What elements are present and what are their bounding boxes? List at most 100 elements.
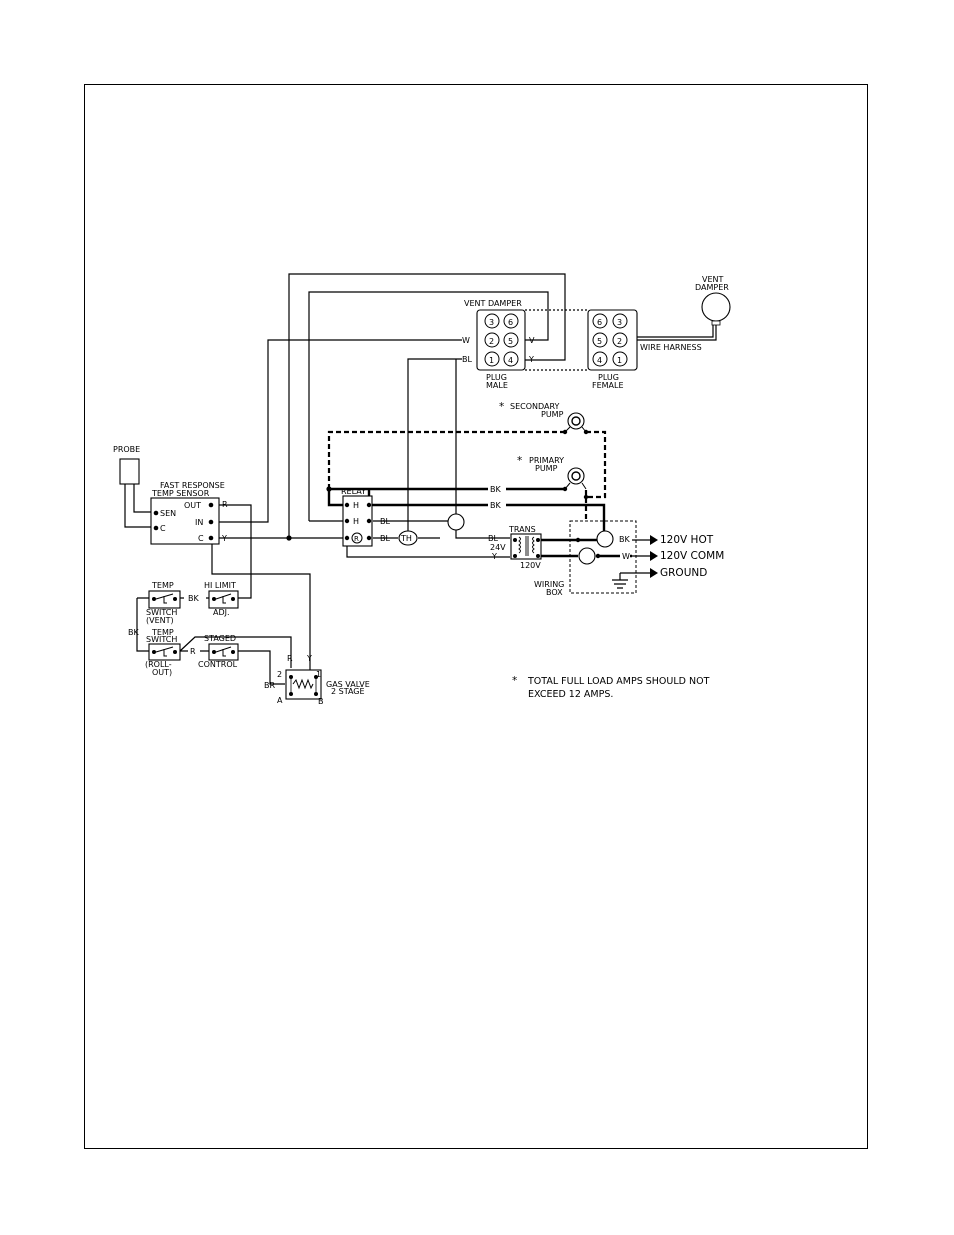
wiring-box-label-1: WIRING xyxy=(534,580,564,589)
page-border xyxy=(84,84,868,1149)
plug-male-label-2: MALE xyxy=(486,381,508,390)
male-pin-3: 3 xyxy=(489,318,494,327)
bk-label-3: BK xyxy=(619,535,630,544)
female-pin-2: 2 xyxy=(617,337,622,346)
gv-a: A xyxy=(277,696,283,705)
plug-male: VENT DAMPER 3 6 2 5 1 4 W BL V Y PLUG MA… xyxy=(462,299,535,390)
hi-limit: HI LIMIT ADJ. xyxy=(204,581,239,617)
sensor-c: C xyxy=(198,534,204,543)
temp-switch-roll-4: OUT) xyxy=(152,668,172,677)
bk-label-1: BK xyxy=(490,485,501,494)
temp-switch-vent-1: TEMP xyxy=(151,581,174,590)
gv-r: R xyxy=(287,654,293,663)
temp-switch-roll-1: TEMP xyxy=(151,628,174,637)
plug-bl: BL xyxy=(462,355,472,364)
primary-pump: * PRIMARY PUMP xyxy=(517,455,587,490)
primary-pump-asterisk: * xyxy=(517,455,522,467)
gv-2: 2 xyxy=(277,670,282,679)
wiring-box-label-2: BOX xyxy=(546,588,563,597)
plug-female-label-2: FEMALE xyxy=(592,381,624,390)
note-line-1: TOTAL FULL LOAD AMPS SHOULD NOT xyxy=(527,676,710,687)
plug-female-label-1: PLUG xyxy=(598,373,619,382)
hi-limit-label: HI LIMIT xyxy=(204,581,236,590)
trans-label: TRANS xyxy=(508,525,536,534)
relay-label: RELAY xyxy=(341,487,366,496)
w-label: W xyxy=(622,552,630,561)
wires xyxy=(136,273,717,685)
r-roll: R xyxy=(190,647,196,656)
bk-labels: BK BK xyxy=(488,484,506,510)
bk-label-2: BK xyxy=(490,501,501,510)
trans-bl: BL xyxy=(488,534,498,543)
sensor-y: Y xyxy=(221,534,227,543)
female-pin-5: 5 xyxy=(597,337,602,346)
gas-valve-label-2: 2 STAGE xyxy=(331,687,365,696)
note-line-2: EXCEED 12 AMPS. xyxy=(528,689,613,700)
staged-control: STAGED CONTROL xyxy=(198,634,239,669)
vent-damper-motor-label-2: DAMPER xyxy=(695,283,729,292)
secondary-pump-label-2: PUMP xyxy=(541,410,564,419)
wire-harness-label: WIRE HARNESS xyxy=(640,343,702,352)
male-pin-4: 4 xyxy=(508,356,513,365)
male-pin-6: 6 xyxy=(508,318,513,327)
ground-label: GROUND xyxy=(660,567,707,579)
sensor-title-1: FAST RESPONSE xyxy=(160,481,225,490)
adj-label: ADJ. xyxy=(213,608,230,617)
temp-switch-vent-2: SWITCH xyxy=(146,608,177,617)
sensor-r: R xyxy=(222,500,228,509)
vent-damper-title: VENT DAMPER xyxy=(464,299,522,308)
female-pin-3: 3 xyxy=(617,318,622,327)
plug-y: Y xyxy=(528,355,534,364)
sensor-sen: SEN xyxy=(160,509,176,518)
temp-switch-vent: TEMP SWITCH (VENT) BK xyxy=(146,581,206,625)
temp-switch-roll-2: SWITCH xyxy=(146,635,177,644)
wiring-box: WIRING BOX BK W 120V HOT 120V COMM GROUN… xyxy=(534,530,724,597)
note: * TOTAL FULL LOAD AMPS SHOULD NOT EXCEED… xyxy=(512,675,710,700)
gv-br: BR xyxy=(264,681,275,690)
plug-v: V xyxy=(529,336,535,345)
secondary-pump: * SECONDARY PUMP xyxy=(499,401,587,433)
temp-switch-rollout: BK TEMP SWITCH (ROLL- OUT) R xyxy=(128,628,200,677)
bk-vent: BK xyxy=(188,594,199,603)
trans-y: Y xyxy=(491,552,497,561)
relay-bl2: BL xyxy=(380,534,390,543)
sensor-out: OUT xyxy=(184,501,201,510)
trans-120v: 120V xyxy=(520,561,541,570)
comm-label: 120V COMM xyxy=(660,550,724,562)
transformer: TRANS BL 24V Y 120V xyxy=(488,525,542,570)
secondary-pump-label-1: SECONDARY xyxy=(510,402,560,411)
staged-label-1: STAGED xyxy=(204,634,236,643)
note-asterisk: * xyxy=(512,675,517,687)
primary-pump-label-2: PUMP xyxy=(535,464,558,473)
female-pin-6: 6 xyxy=(597,318,602,327)
probe-label: PROBE xyxy=(113,445,140,454)
bk-roll: BK xyxy=(128,628,139,637)
male-pin-1: 1 xyxy=(489,356,494,365)
male-pin-2: 2 xyxy=(489,337,494,346)
temp-switch-roll-3: (ROLL- xyxy=(145,660,172,669)
temp-switch-vent-3: (VENT) xyxy=(146,616,174,625)
female-pin-1: 1 xyxy=(617,356,622,365)
secondary-pump-asterisk: * xyxy=(499,401,504,413)
sensor-in: IN xyxy=(195,518,203,527)
thermostat-label: TH xyxy=(400,534,412,543)
relay-r: R xyxy=(354,535,359,543)
plug-male-label-1: PLUG xyxy=(486,373,507,382)
primary-pump-label-1: PRIMARY xyxy=(529,456,564,465)
probe: PROBE xyxy=(113,445,153,528)
male-pin-5: 5 xyxy=(508,337,513,346)
hot-label: 120V HOT xyxy=(660,534,714,546)
temp-sensor: FAST RESPONSE TEMP SENSOR OUT IN C SEN C… xyxy=(150,481,228,545)
gv-1: 1 xyxy=(316,670,321,679)
relay-h2: H xyxy=(353,517,359,526)
gas-valve-label-1: GAS VALVE xyxy=(326,680,370,689)
relay-bl1: BL xyxy=(380,517,390,526)
sensor-c-small: C xyxy=(160,524,166,533)
plug-w: W xyxy=(462,336,470,345)
vent-damper-motor-label-1: VENT xyxy=(702,275,724,284)
staged-label-2: CONTROL xyxy=(198,660,238,669)
sensor-title-2: TEMP SENSOR xyxy=(151,489,210,498)
gv-b: B xyxy=(318,697,324,706)
trans-24v: 24V xyxy=(490,543,506,552)
